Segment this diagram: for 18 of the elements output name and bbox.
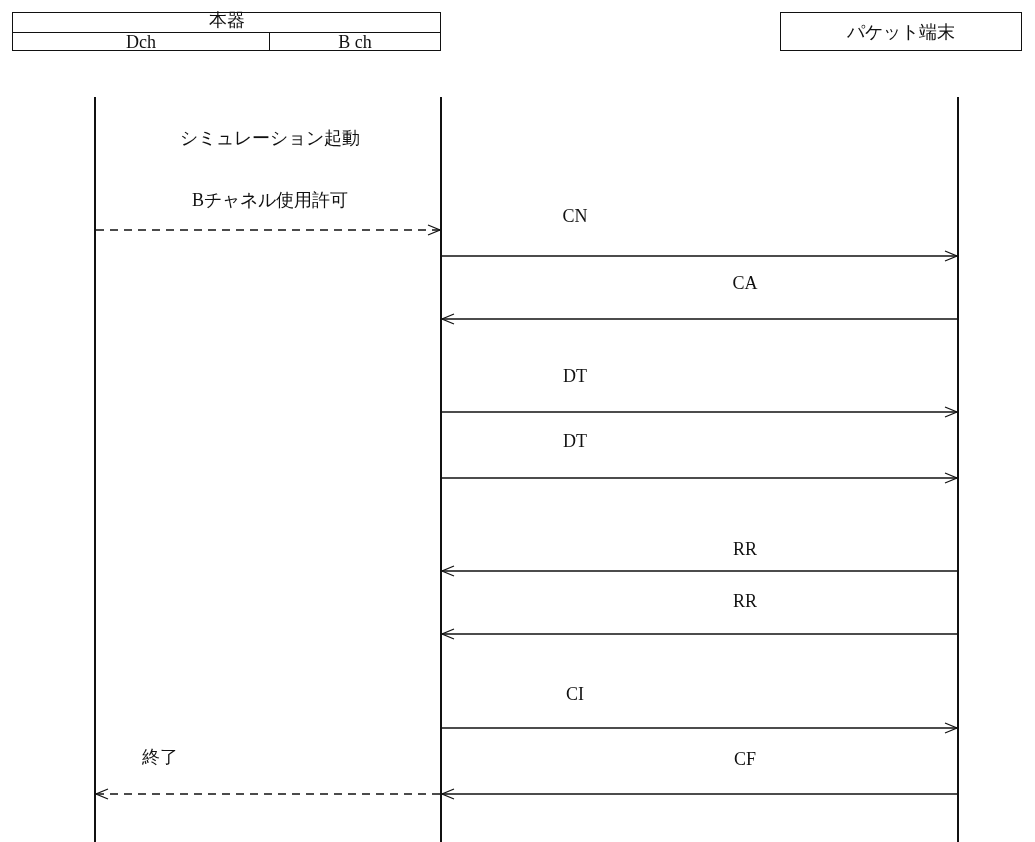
message-arrow (441, 472, 958, 484)
lifeline (440, 97, 442, 842)
lifeline (94, 97, 96, 842)
dashed-arrow (95, 224, 441, 236)
lifeline (957, 97, 959, 842)
message-arrow (441, 788, 958, 800)
message-arrow (441, 565, 958, 577)
header-cell: B ch (269, 32, 440, 51)
edge-label: Bチャネル使用許可 (190, 188, 350, 212)
header-cell: Dch (13, 32, 269, 51)
dashed-arrow (95, 788, 441, 800)
message-arrow (441, 722, 958, 734)
message-arrow (441, 250, 958, 262)
participant-box: パケット端末 (780, 12, 1022, 51)
header-table (12, 12, 441, 51)
message-arrow (441, 406, 958, 418)
message-arrow (441, 628, 958, 640)
message-arrow (441, 313, 958, 325)
